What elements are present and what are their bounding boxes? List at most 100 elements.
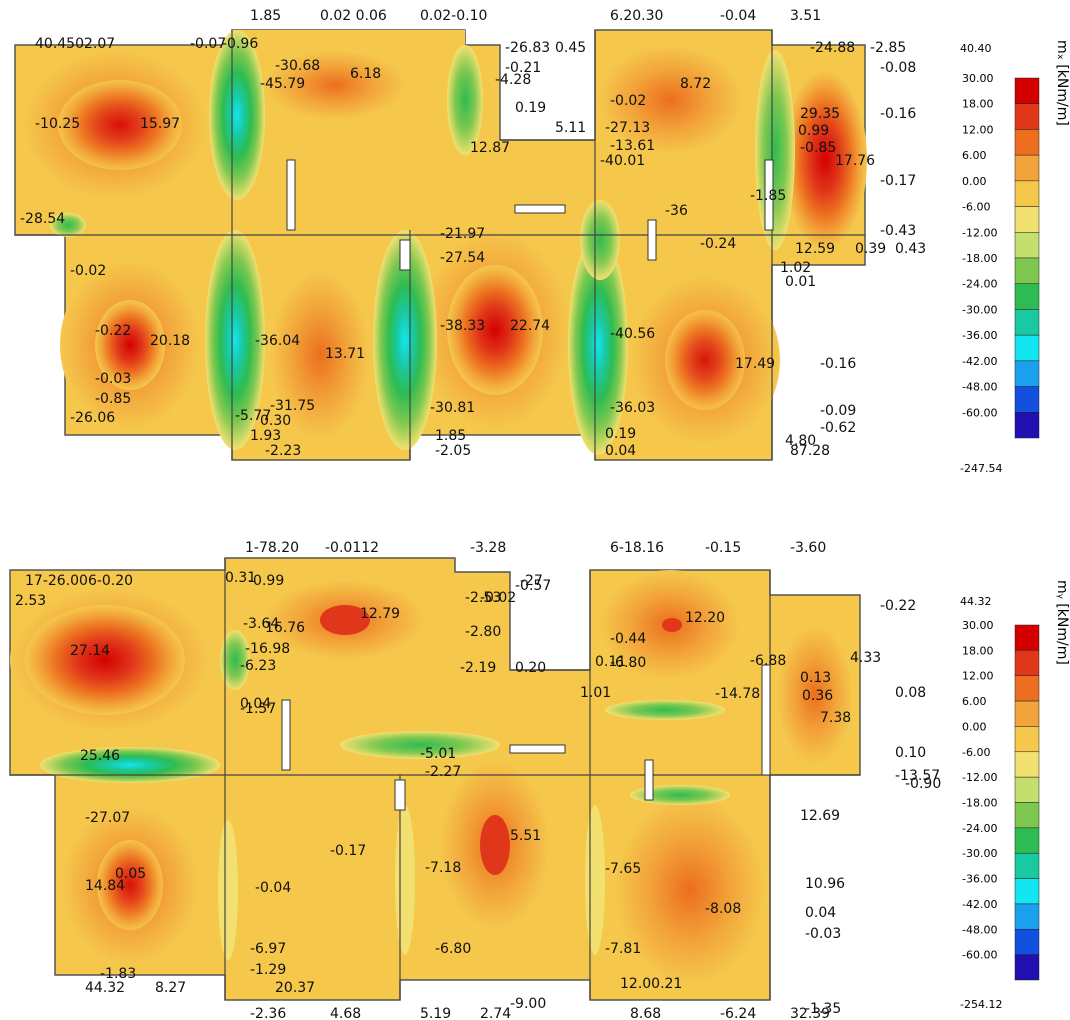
my-value-label: -3.64 (243, 616, 279, 632)
my-legend: 44.32 mᵧ [kNm/m] -254.12 30.0018.0012.00… (960, 580, 1070, 1011)
my-value-label: -1.35 (805, 1001, 841, 1017)
mx-value-label: 20.18 (150, 333, 190, 349)
my-legend-swatch (1014, 802, 1040, 829)
my-value-label: 6-18.16 (610, 540, 664, 556)
my-legend-tick: -60.00 (962, 949, 997, 962)
my-legend-swatch (1014, 954, 1040, 981)
my-value-label: 0.36 (802, 688, 833, 704)
my-value-label: -27 (520, 573, 543, 589)
my-value-label: 4.33 (850, 650, 881, 666)
my-value-label: -2.36 (250, 1006, 286, 1020)
mx-legend-swatch (1014, 360, 1040, 387)
mx-value-label: -28.54 (20, 211, 65, 227)
my-value-label: 0.04 (240, 696, 271, 712)
my-value-label: -8.08 (705, 901, 741, 917)
mx-value-label: -30.68 (275, 58, 320, 74)
mx-grid-lines (15, 30, 865, 460)
mx-value-label: 12.59 (795, 241, 835, 257)
mx-value-label: 12.87 (470, 140, 510, 156)
mx-value-label: 15.97 (140, 116, 180, 132)
mx-value-label: 87.28 (790, 443, 830, 459)
my-value-label: 7.38 (820, 710, 851, 726)
mx-value-label: 40.4502.07 (35, 36, 115, 52)
my-legend-tick: -6.00 (962, 746, 990, 759)
mx-legend-tick: 18.00 (962, 98, 994, 111)
mx-value-label: 0.19 (605, 426, 636, 442)
mx-legend-min: -247.54 (960, 462, 1002, 475)
my-value-label: -6.23 (240, 658, 276, 674)
mx-legend-tick: 6.00 (962, 149, 987, 162)
mx-value-label: -26.06 (70, 410, 115, 426)
my-value-label: -27.07 (85, 810, 130, 826)
my-legend-tick: -24.00 (962, 822, 997, 835)
mx-value-label: 4.80 (785, 433, 816, 449)
mx-value-label: 6.20.30 (610, 8, 663, 24)
mx-value-label: -27.13 (605, 120, 650, 136)
mx-value-label: -2.05 (435, 443, 471, 459)
mx-value-label: 3.51 (790, 8, 821, 24)
my-legend-swatch (1014, 624, 1040, 651)
mx-value-label: -2.85 (870, 40, 906, 56)
my-legend-swatch (1014, 700, 1040, 727)
mx-value-label: 22.74 (510, 318, 550, 334)
mx-value-label: 0.45 (555, 40, 586, 56)
mx-legend-tick: 30.00 (962, 72, 994, 85)
my-value-label: 2.53 (15, 593, 46, 609)
my-value-label: -9.00 (510, 996, 546, 1012)
mx-value-label: -27.54 (440, 250, 485, 266)
my-value-label: 10.96 (805, 876, 845, 892)
mx-legend-swatch (1014, 154, 1040, 182)
my-value-label: 17-26.006-0.20 (25, 573, 133, 589)
my-value-label: -0.90 (905, 776, 941, 792)
my-value-label: -0.22 (880, 598, 916, 614)
my-legend-swatch (1014, 650, 1040, 676)
my-value-label: 0.04 (805, 905, 836, 921)
mx-legend-swatch (1014, 283, 1040, 310)
my-value-label: -6.80 (435, 941, 471, 957)
my-value-label: -7.18 (425, 860, 461, 876)
mx-value-label: -21.97 (440, 226, 485, 242)
my-legend-tick: 6.00 (962, 695, 987, 708)
mx-legend-swatch (1014, 309, 1040, 336)
my-value-label: 0.05 (115, 866, 146, 882)
my-value-label: -0.0112 (325, 540, 379, 556)
my-value-label: -6.24 (720, 1006, 756, 1020)
mx-value-label: 0.01 (785, 274, 816, 290)
my-value-label: -7.81 (605, 941, 641, 957)
my-value-label: -0.99 (248, 573, 284, 589)
mx-positive-regions (23, 45, 867, 445)
mx-value-label: -1.85 (750, 188, 786, 204)
mx-value-label: -0.09 (820, 403, 856, 419)
mx-legend-tick: -30.00 (962, 303, 997, 316)
my-value-label: 5.51 (510, 828, 541, 844)
mx-value-label: 0.02-0.10 (420, 8, 487, 24)
my-value-label: -7.65 (605, 861, 641, 877)
my-legend-min: -254.12 (960, 998, 1002, 1011)
mx-value-label: 8.72 (680, 76, 711, 92)
my-legend-tick: -36.00 (962, 873, 997, 886)
mx-value-label: -0.22 (95, 323, 131, 339)
mx-value-label: 29.35 (800, 106, 840, 122)
mx-value-label: -0.96 (222, 36, 258, 52)
mx-value-label: 0.19 (515, 100, 546, 116)
my-value-label: -3.28 (470, 540, 506, 556)
my-legend-swatch (1014, 903, 1040, 930)
mx-value-label: 0.02 0.06 (320, 8, 387, 24)
mx-value-label: 5.11 (555, 120, 586, 136)
my-value-label: 5.19 (420, 1006, 451, 1020)
mx-value-label: -0.24 (700, 236, 736, 252)
mx-legend-swatch (1014, 180, 1040, 207)
mx-walls (286, 159, 774, 271)
mx-value-label: -4.28 (495, 72, 531, 88)
my-value-label: -14.78 (715, 686, 760, 702)
my-value-label: -0.04 (255, 880, 291, 896)
my-value-label: 14.84 (85, 878, 125, 894)
my-grid-lines (10, 558, 860, 1000)
my-legend-tick: -30.00 (962, 847, 997, 860)
mx-value-label: 0.39 (855, 241, 886, 257)
my-value-label: 32.39 (790, 1006, 830, 1020)
mx-value-label: 6.18 (350, 66, 381, 82)
mx-legend-tick: 12.00 (962, 123, 994, 136)
my-walls (281, 664, 771, 811)
